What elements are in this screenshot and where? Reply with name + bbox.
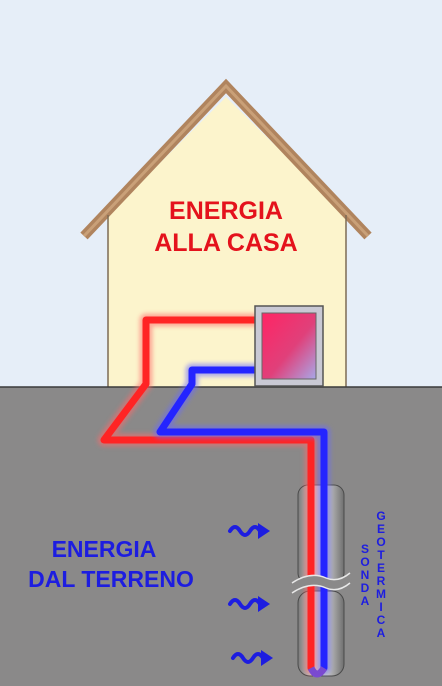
heat-pump-unit-icon [254,305,324,387]
probe-letter: N [361,568,370,582]
probe-letter: A [361,594,370,608]
heat-wave-arrow-icon [231,650,273,666]
probe-letter: D [361,581,370,595]
probe-letter: M [376,587,386,601]
probe-label-geotermica: G E O T E R M I C A [376,509,386,640]
probe-break-icon [289,572,354,594]
probe-letter: E [377,522,385,536]
probe-letter: I [379,600,382,614]
probe-letter: T [377,548,385,562]
probe-letter: G [376,509,385,523]
ground-label-line1: ENERGIA [52,536,157,562]
probe-letter: A [377,626,386,640]
cold-pipe [153,363,331,675]
probe-letter: C [377,613,386,627]
ground-label-line2: DAL TERRENO [28,566,194,592]
probe-letter: R [377,574,386,588]
probe-letter: O [360,555,369,569]
probe-letter: O [376,535,385,549]
house-label-line2: ALLA CASA [154,229,298,257]
hot-pipe [97,313,318,675]
probe-letter: E [377,561,385,575]
probe-letter: S [361,542,369,556]
heat-wave-arrow-icon [228,596,270,612]
probe-label-sonda: S O N D A [360,542,369,608]
heat-wave-arrow-icon [228,523,270,539]
house-label-line1: ENERGIA [169,197,283,225]
